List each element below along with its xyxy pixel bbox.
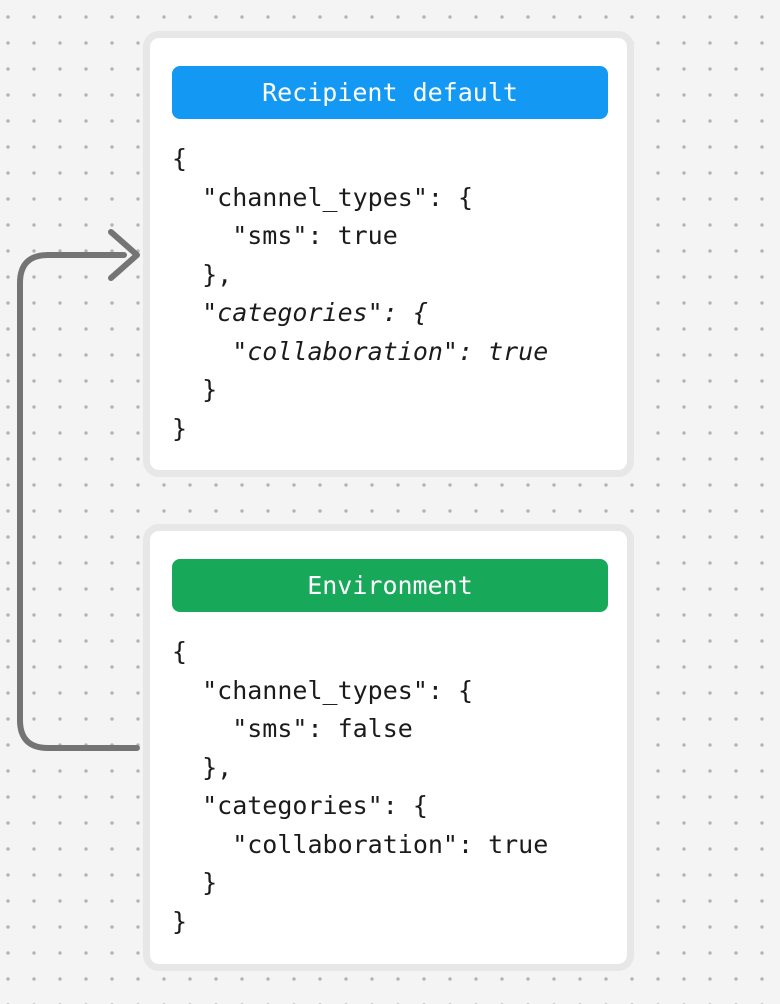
- environment-header: Environment: [172, 559, 608, 612]
- environment-json-code-block: { "channel_types": { "sms": false }, "ca…: [172, 633, 627, 941]
- code-line: }: [172, 375, 218, 404]
- merge-flow-arrow-icon: [17, 229, 140, 751]
- code-line: }: [172, 906, 188, 936]
- code-line-highlighted: "categories": {: [172, 298, 428, 327]
- code-line: {: [172, 637, 188, 666]
- recipient-default-card: Recipient default { "channel_types": { "…: [143, 31, 634, 477]
- code-line: "collaboration": true: [172, 829, 549, 859]
- code-line: "sms": false: [172, 714, 413, 743]
- code-line: {: [172, 144, 188, 173]
- code-line: }: [172, 868, 218, 897]
- recipient-default-header: Recipient default: [172, 66, 608, 119]
- arrow-head: [108, 229, 140, 281]
- code-line: "channel_types": {: [172, 182, 474, 212]
- code-line: },: [172, 752, 233, 782]
- code-line: },: [172, 259, 233, 289]
- arrow-shaft: [17, 252, 140, 751]
- code-line: "sms": true: [172, 221, 398, 250]
- code-line: "categories": {: [172, 791, 428, 820]
- code-line: "channel_types": {: [172, 675, 474, 705]
- code-line: }: [172, 413, 188, 443]
- code-line-highlighted: "collaboration": true: [172, 336, 549, 366]
- environment-card: Environment { "channel_types": { "sms": …: [143, 524, 634, 971]
- recipient-default-json-code-block: { "channel_types": { "sms": true }, "cat…: [172, 140, 627, 448]
